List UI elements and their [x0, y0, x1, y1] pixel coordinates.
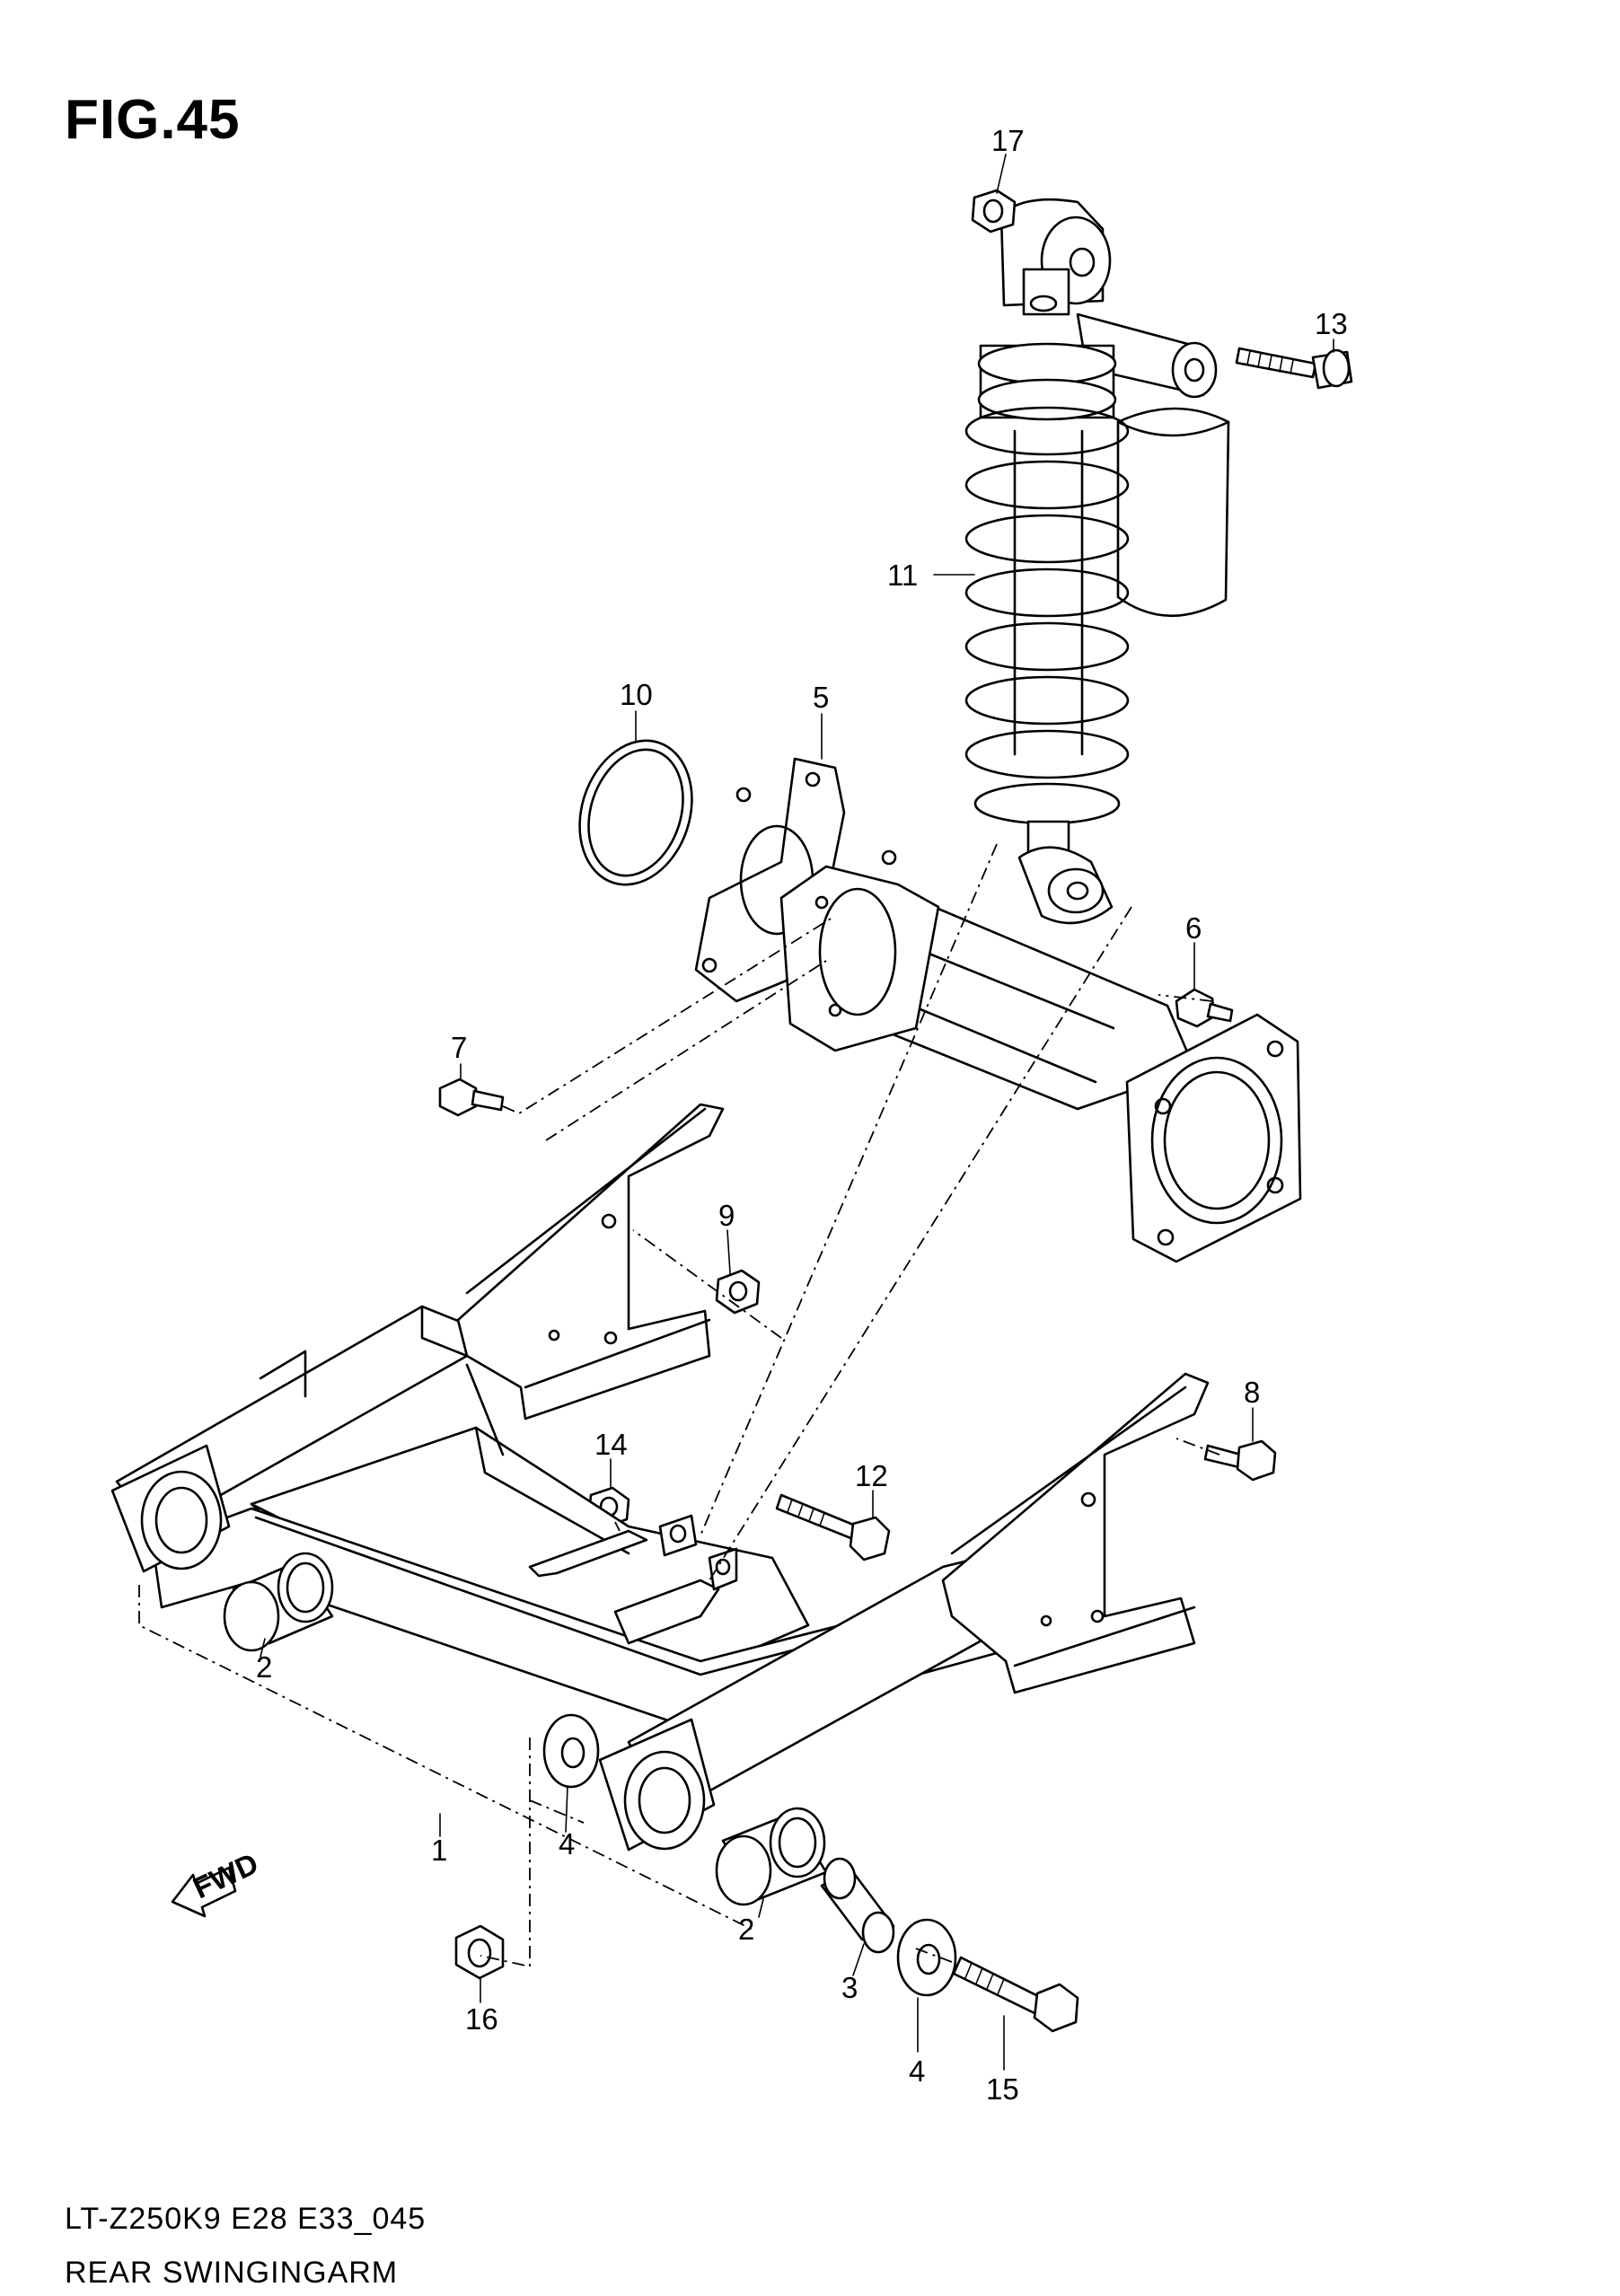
callout-9: 9: [718, 1199, 735, 1232]
o-ring[interactable]: [562, 726, 710, 899]
pivot-nut[interactable]: [454, 1924, 505, 1980]
callout-6: 6: [1185, 911, 1202, 945]
shock-lower-bolt[interactable]: [775, 1493, 891, 1561]
figure-title: FIG.45: [65, 89, 241, 151]
callout-17: 17: [991, 124, 1025, 157]
forward-direction-badge: FWD: [171, 1846, 263, 1918]
right-bracket-bolt[interactable]: [1203, 1439, 1277, 1482]
callout-15: 13: [1315, 307, 1348, 340]
callout-14: 12: [855, 1459, 888, 1492]
shock-upper-nut[interactable]: [971, 189, 1017, 233]
right-pivot-bearing[interactable]: [715, 1807, 828, 1906]
assembly-lines: [138, 843, 1220, 1968]
callout-16: 14: [594, 1428, 628, 1461]
callout-12: 10: [620, 678, 653, 711]
bracket-nut[interactable]: [715, 1269, 761, 1315]
callout-1: 1: [431, 1834, 447, 1867]
callout-3: 3: [841, 1971, 858, 2004]
figure-name: REAR SWINGINGARM: [65, 2256, 399, 2290]
callout-10: 15: [986, 2072, 1019, 2106]
left-thrust-washer[interactable]: [542, 1713, 600, 1789]
swingarm-bracket-bolt[interactable]: [438, 1078, 505, 1117]
rear-swingarm[interactable]: [110, 1103, 1210, 1852]
callout-labels: 17 13 11 10 5 6 7 9 8 12 14 2 1 4 2 3 16…: [256, 124, 1348, 2106]
callout-13: 11: [887, 559, 918, 592]
callout-8: 8: [1244, 1376, 1260, 1409]
rear-axle-housing[interactable]: [694, 757, 1302, 1263]
callout-11: 16: [465, 2002, 498, 2036]
callout-2-left: 2: [256, 1650, 272, 1684]
callout-7: 7: [451, 1031, 467, 1064]
housing-bolt[interactable]: [1175, 988, 1234, 1028]
left-pivot-bearing[interactable]: [223, 1552, 334, 1652]
rear-shock-absorber[interactable]: [964, 198, 1230, 925]
shock-upper-bolt[interactable]: [1235, 347, 1353, 390]
leader-lines: [260, 154, 1334, 2071]
callout-5: 5: [813, 681, 829, 714]
callout-2-right: 2: [738, 1913, 754, 1946]
right-thrust-washer[interactable]: [896, 1918, 957, 1997]
callout-4-right: 4: [909, 2054, 925, 2088]
pivot-spacer[interactable]: [820, 1857, 895, 1954]
model-code: LT-Z250K9 E28 E33_045: [65, 2202, 427, 2236]
pivot-bolt[interactable]: [952, 1956, 1079, 2033]
callout-4-left: 4: [559, 1827, 575, 1861]
